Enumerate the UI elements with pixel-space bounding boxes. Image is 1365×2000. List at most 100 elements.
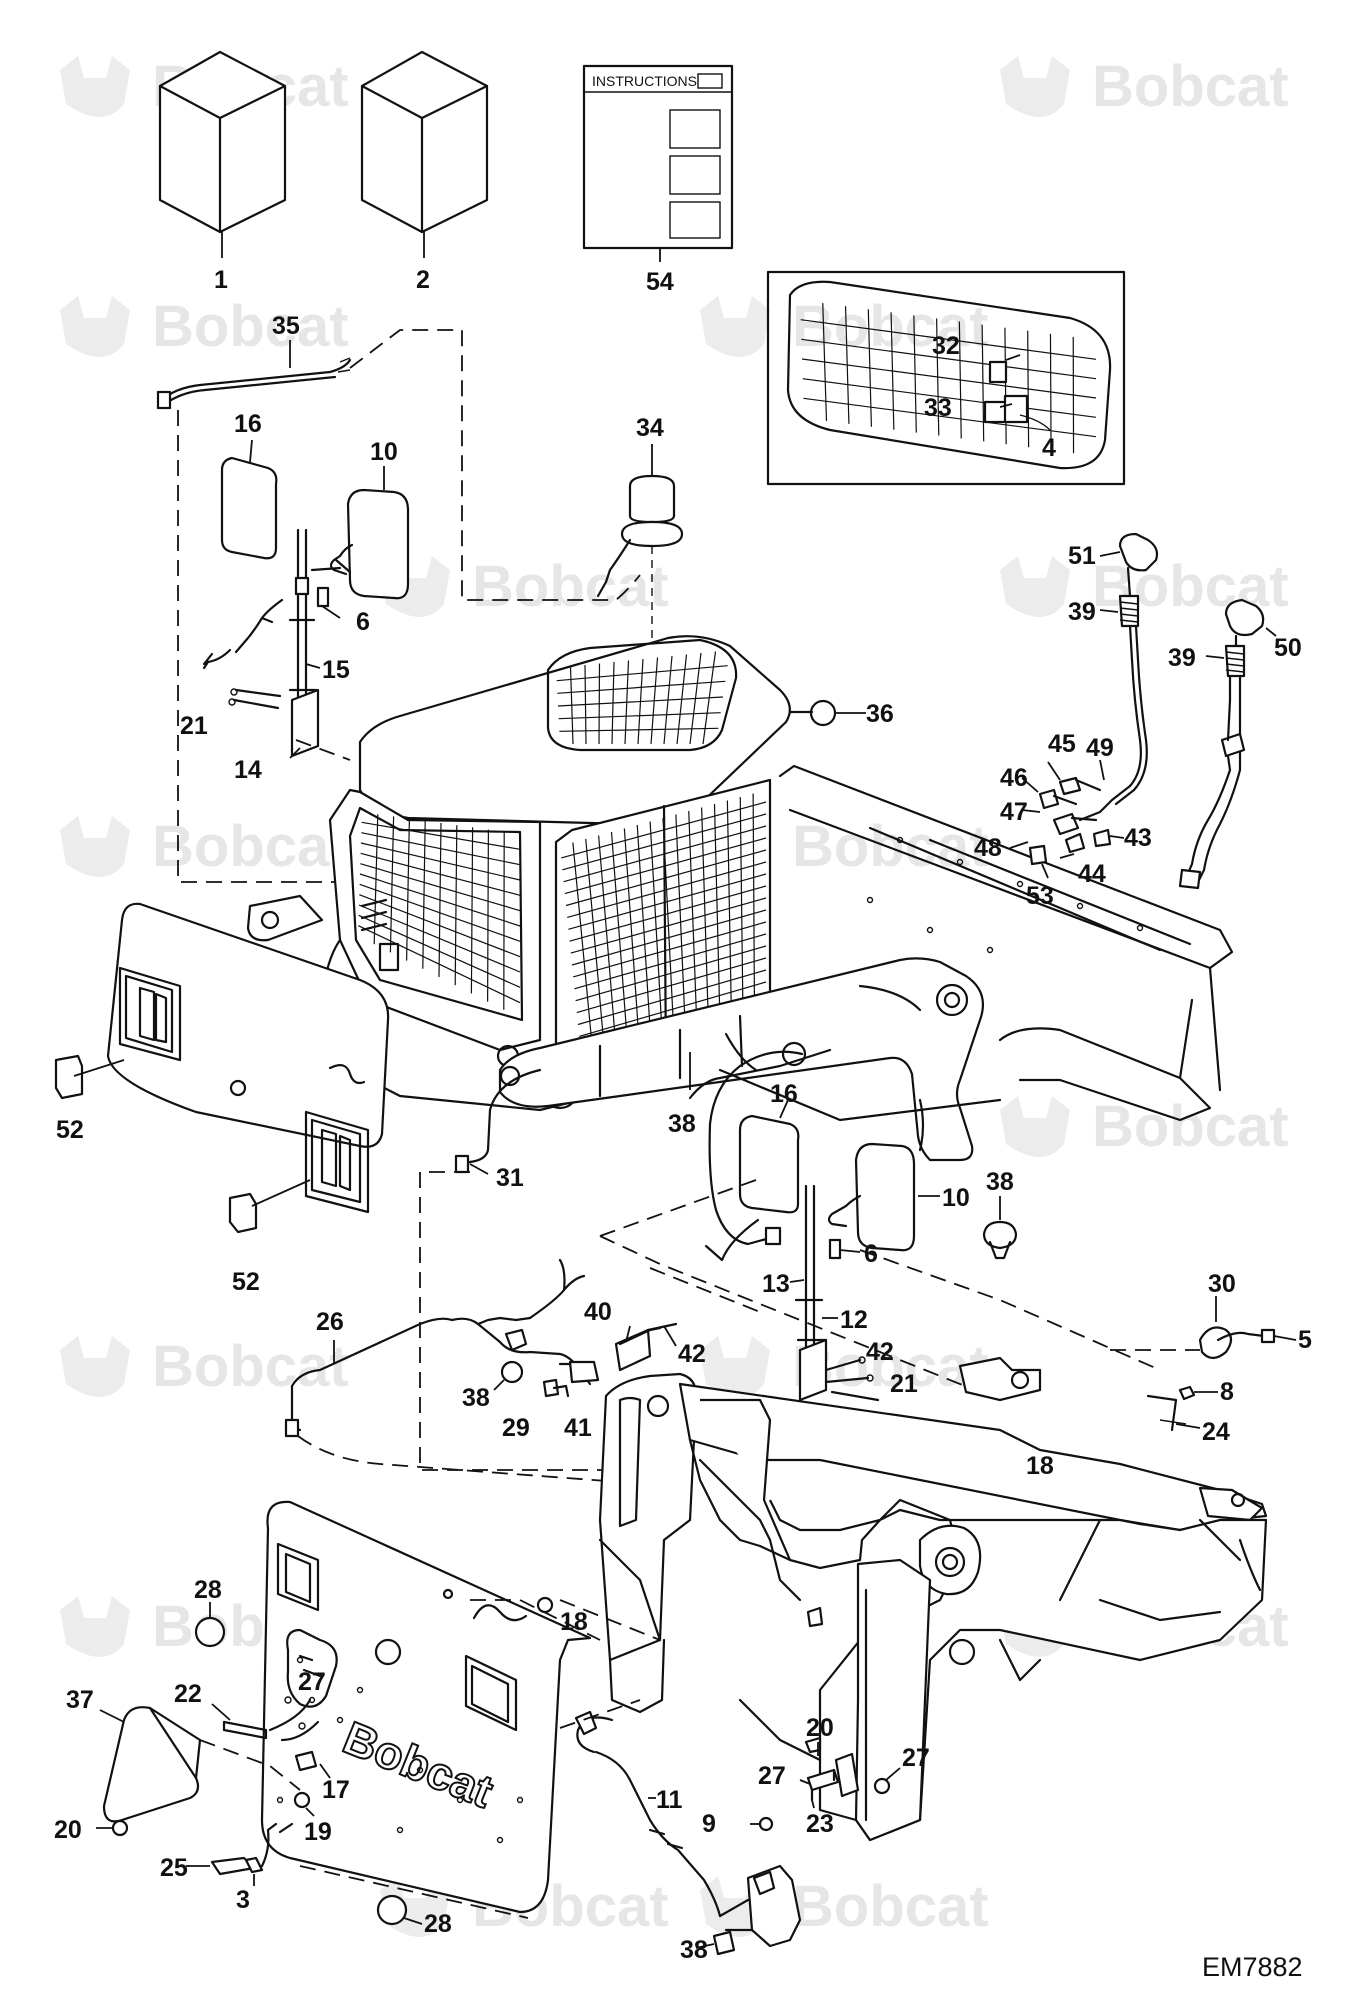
callout-46: 46 — [1000, 764, 1028, 792]
route-door — [470, 1599, 661, 1729]
drawing-reference-code: EM7882 — [1202, 1952, 1303, 1982]
callout-28-door: 18 — [560, 1608, 588, 1636]
callout-48: 48 — [974, 834, 1002, 862]
callout-38a: 38 — [668, 1110, 696, 1138]
relay-30 — [568, 1360, 600, 1384]
callout-39a: 39 — [1068, 598, 1096, 626]
callout-30: 41 — [564, 1414, 592, 1442]
bracket-40 — [614, 1328, 652, 1372]
light-bracket-14 — [290, 688, 320, 758]
watermark-logo: Bobcat — [380, 554, 669, 619]
watermark-logo: Bobcat — [1000, 1094, 1289, 1159]
part-box-1 — [158, 50, 287, 258]
callout-37b: 28 — [424, 1910, 452, 1938]
watermark-logo: Bobcat — [60, 814, 349, 879]
plug-37-lower — [376, 1894, 408, 1926]
callout-10: 10 — [370, 438, 398, 466]
instruction-sheet-54: INSTRUCTIONS — [582, 64, 734, 262]
instruction-sheet-heading: INSTRUCTIONS — [592, 73, 697, 89]
callout-6: 6 — [356, 608, 370, 636]
lower-frame — [598, 1356, 1268, 1842]
watermark-text: Bobcat — [1092, 1094, 1289, 1159]
callout-28a: 18 — [1026, 1452, 1054, 1480]
callout-22b: 20 — [806, 1714, 834, 1742]
callout-5: 30 — [1208, 1270, 1236, 1298]
rear-door: 18 Bobcat — [260, 1500, 592, 1919]
door-dots — [276, 1656, 524, 1844]
harness-29 — [284, 1317, 454, 1438]
callout-25: 19 — [304, 1818, 332, 1846]
callout-22a: 20 — [54, 1816, 82, 1844]
callout-17: 22 — [174, 1680, 202, 1708]
callout-41: 29 — [502, 1414, 530, 1442]
callout-20: 37 — [66, 1686, 94, 1714]
callout-11: 3 — [236, 1886, 250, 1914]
bar-17 — [222, 1720, 268, 1740]
callout-38d: 38 — [680, 1936, 708, 1964]
reflector-20 — [102, 1706, 200, 1823]
watermark-text: Bobcat — [152, 294, 349, 359]
callout-33: 33 — [924, 394, 952, 422]
wire-38-upper — [688, 1032, 832, 1100]
callout-39b: 39 — [1168, 644, 1196, 672]
callout-10b: 10 — [942, 1184, 970, 1212]
lower-left-parts — [96, 1602, 423, 1926]
lift-arm — [498, 957, 984, 1162]
callout-27c: 27 — [902, 1744, 930, 1772]
callout-38b: 38 — [986, 1168, 1014, 1196]
tail-light-52b — [228, 1192, 258, 1234]
callout-1: 1 — [214, 266, 228, 294]
nut-25 — [293, 1791, 311, 1809]
callout-18: 24 — [1202, 1418, 1230, 1446]
callout-26: 42 — [866, 1338, 894, 1366]
callout-23: 9 — [702, 1810, 716, 1838]
rear-light-assembly — [704, 1099, 940, 1402]
part-53 — [1028, 844, 1048, 866]
callout-14: 14 — [234, 756, 262, 784]
harness-9 — [574, 1710, 901, 1956]
callout-2: 2 — [416, 266, 430, 294]
callout-9: 11 — [656, 1786, 683, 1814]
callout-6b: 6 — [864, 1240, 878, 1268]
callout-32: 32 — [932, 332, 960, 360]
switch-32 — [988, 360, 1008, 384]
watermark-text: Bobcat — [792, 1874, 989, 1939]
callout-34: 34 — [636, 414, 664, 442]
callout-24: 8 — [1220, 1378, 1234, 1406]
route-29 — [297, 1435, 621, 1483]
callout-53: 53 — [1026, 882, 1054, 910]
bolt-6 — [316, 586, 330, 608]
callout-45: 45 — [1048, 730, 1076, 758]
bolt-22 — [111, 1819, 129, 1837]
inset-mesh — [800, 303, 1097, 454]
inset-roof-grille — [766, 270, 1126, 486]
callout-52a: 52 — [56, 1116, 84, 1144]
rear-panel-upper — [54, 902, 390, 1234]
plug-36 — [809, 699, 837, 727]
tail-light-52a — [54, 1054, 84, 1100]
switch-33b — [1003, 394, 1029, 424]
callout-27b: 27 — [758, 1762, 786, 1790]
knob-51 — [1118, 532, 1159, 572]
callout-8: 5 — [1298, 1326, 1312, 1354]
callout-40: 40 — [584, 1298, 612, 1326]
right-switch-cables — [1009, 532, 1277, 890]
watermark-text: Bobcat — [152, 1334, 349, 1399]
callout-16: 16 — [234, 410, 262, 438]
callout-35: 35 — [272, 312, 300, 340]
watermark-logo: Bobcat — [1000, 54, 1289, 119]
light-lens-16 — [220, 456, 278, 560]
callout-31: 31 — [496, 1164, 524, 1192]
watermark-logo: Bobcat — [60, 1334, 349, 1399]
callout-50: 50 — [1274, 634, 1302, 662]
harness-35-route — [349, 329, 641, 601]
clip-38-right — [982, 1196, 1018, 1260]
callout-42: 42 — [678, 1340, 706, 1368]
harness-35 — [156, 340, 352, 410]
callout-4: 4 — [1042, 434, 1056, 462]
callout-3: 25 — [160, 1854, 188, 1882]
side-window-mesh — [358, 814, 521, 1010]
callout-15: 15 — [322, 656, 350, 684]
callout-16b: 16 — [770, 1080, 798, 1108]
cab-rops — [246, 635, 866, 1112]
